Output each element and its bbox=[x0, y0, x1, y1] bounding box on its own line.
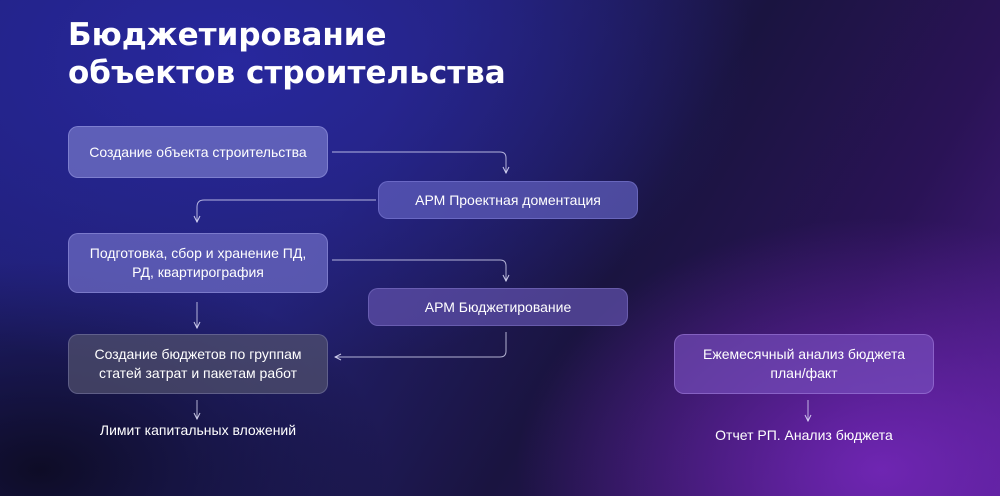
node-apm-budgeting-label: АРМ Бюджетирование bbox=[424, 298, 572, 315]
node-budget-creation-label: Создание бюджетов по группам статей затр… bbox=[94, 346, 302, 381]
node-object-creation-label: Создание объекта строительства bbox=[89, 143, 307, 160]
node-monthly-analysis: Ежемесячный анализ бюджета план/факт bbox=[674, 334, 934, 394]
slide-title: Бюджетирование объектов строительства bbox=[68, 16, 668, 92]
connector-apm-budgeting-to-budget-creation bbox=[335, 332, 507, 357]
connector-apm-pd-to-preparation bbox=[197, 199, 376, 222]
slide-title-line-2: объектов строительства bbox=[68, 55, 506, 91]
connector-object-to-apm-pd bbox=[332, 151, 506, 173]
node-object-creation: Создание объекта строительства bbox=[68, 126, 328, 178]
node-preparation: Подготовка, сбор и хранение ПД, РД, квар… bbox=[68, 233, 328, 293]
node-apm-budgeting: АРМ Бюджетирование bbox=[368, 288, 628, 326]
node-preparation-label: Подготовка, сбор и хранение ПД, РД, квар… bbox=[89, 245, 307, 280]
node-apm-project-docs-label: АРМ Проектная доментация bbox=[415, 191, 601, 208]
node-budget-creation: Создание бюджетов по группам статей затр… bbox=[68, 334, 328, 394]
node-report: Отчет РП. Анализ бюджета bbox=[715, 427, 893, 443]
node-monthly-analysis-label: Ежемесячный анализ бюджета план/факт bbox=[703, 346, 905, 381]
node-apm-project-docs: АРМ Проектная доментация bbox=[378, 181, 638, 219]
slide-title-line-1: Бюджетирование bbox=[68, 17, 387, 53]
node-capital-limit: Лимит капитальных вложений bbox=[99, 422, 297, 438]
connector-preparation-to-apm-budgeting bbox=[332, 259, 506, 281]
